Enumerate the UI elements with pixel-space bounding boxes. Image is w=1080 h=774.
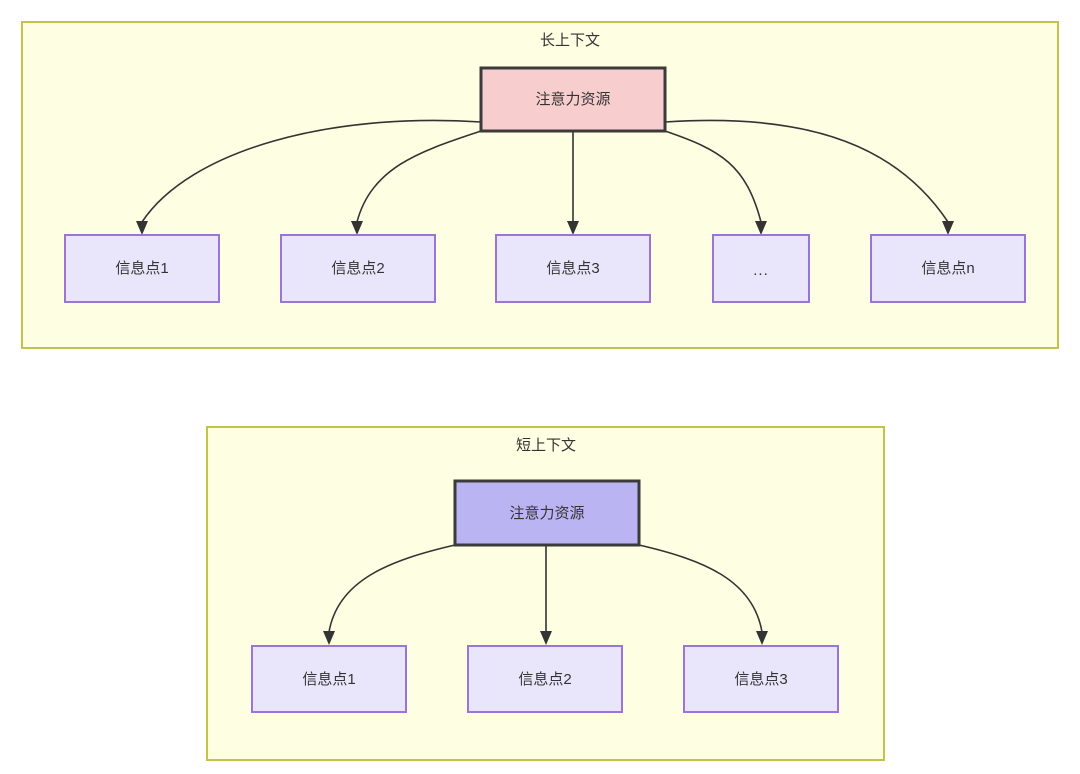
arrowhead-info-n [942, 221, 954, 235]
node-label-attention-short: 注意力资源 [509, 504, 584, 522]
node-rect-info-long-ellipsis[interactable] [712, 234, 810, 303]
node-rect-attention-short[interactable] [453, 479, 641, 547]
node-info-short-1[interactable]: 信息点1 [251, 645, 407, 713]
arrowhead-info-2 [351, 221, 363, 235]
edge-root-to-info-2 [356, 130, 482, 223]
group-title-short-context: 短上下文 [516, 437, 576, 454]
node-label-info-long-ellipsis: ... [753, 262, 769, 279]
node-rect-attention-long[interactable] [479, 66, 667, 133]
node-info-long-2[interactable]: 信息点2 [280, 234, 436, 303]
arrowhead-info-1 [136, 221, 148, 235]
node-info-long-1[interactable]: 信息点1 [64, 234, 220, 303]
group-short-context: 短上下文 注意力资源 信息点1 [206, 426, 885, 761]
edges-short-context [323, 544, 768, 645]
node-label-attention-long: 注意力资源 [535, 90, 610, 108]
node-attention-short[interactable]: 注意力资源 [453, 479, 641, 547]
node-label-info-short-3: 信息点3 [734, 671, 787, 688]
edges-long-context [136, 119, 954, 235]
node-label-info-long-2: 信息点2 [331, 260, 384, 277]
node-info-short-3[interactable]: 信息点3 [683, 645, 839, 713]
edge-short-root-to-info-3 [638, 544, 763, 633]
group-title-long-context: 长上下文 [540, 32, 600, 49]
edge-short-root-to-info-1 [328, 544, 456, 633]
node-info-short-2[interactable]: 信息点2 [467, 645, 623, 713]
node-label-info-long-n: 信息点n [921, 260, 974, 277]
arrowhead-short-info-1 [323, 631, 335, 645]
arrowhead-info-3 [567, 221, 579, 235]
arrowhead-info-ellipsis [755, 221, 767, 235]
node-info-long-3[interactable]: 信息点3 [495, 234, 651, 303]
edge-root-to-info-1 [141, 119, 482, 223]
node-rect-info-long-n[interactable] [870, 234, 1026, 303]
node-info-long-ellipsis[interactable]: ... [712, 234, 810, 303]
node-rect-info-long-1[interactable] [64, 234, 220, 303]
node-rect-info-short-1[interactable] [251, 645, 407, 713]
node-label-info-short-2: 信息点2 [518, 671, 571, 688]
edge-root-to-info-ellipsis [664, 130, 762, 223]
arrowhead-short-info-2 [540, 631, 552, 645]
node-label-info-long-3: 信息点3 [546, 260, 599, 277]
node-rect-info-long-2[interactable] [280, 234, 436, 303]
node-rect-info-short-3[interactable] [683, 645, 839, 713]
group-long-context: 长上下文 注意 [21, 21, 1059, 349]
node-info-long-n[interactable]: 信息点n [870, 234, 1026, 303]
node-attention-long[interactable]: 注意力资源 [479, 66, 667, 133]
edge-root-to-info-n [664, 119, 949, 223]
node-rect-info-short-2[interactable] [467, 645, 623, 713]
node-rect-info-long-3[interactable] [495, 234, 651, 303]
node-label-info-short-1: 信息点1 [302, 671, 355, 688]
node-label-info-long-1: 信息点1 [115, 260, 168, 277]
arrowhead-short-info-3 [756, 631, 768, 645]
